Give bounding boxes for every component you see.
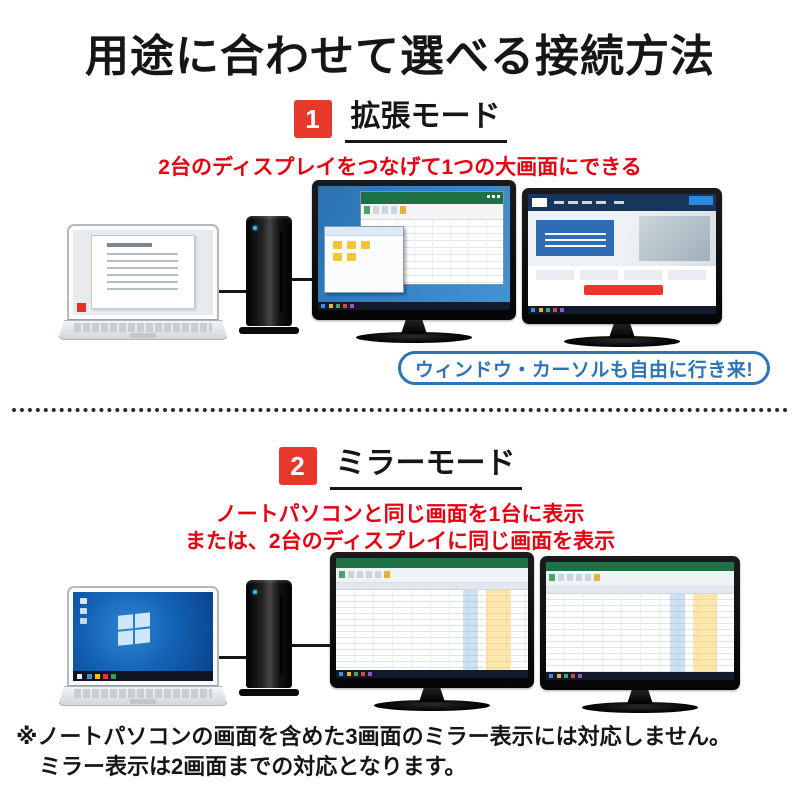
docking-station (246, 580, 292, 688)
monitor-left-mirror (330, 552, 534, 711)
spreadsheet-grid (546, 593, 734, 673)
desktop-icons (80, 598, 87, 605)
monitor-neck (609, 324, 635, 338)
monitor-right-extended (522, 188, 722, 347)
monitor-neck (627, 690, 653, 704)
monitor-left-extended (312, 180, 516, 343)
webpage-headline-panel (535, 220, 615, 257)
window-title-bar (336, 558, 528, 568)
footnote-line1: ※ノートパソコンの画面を含めた3画面のミラー表示には対応しません。 (16, 724, 731, 749)
laptop-screen-content-windows (73, 592, 213, 681)
extend-mode-label: 拡張モード (344, 100, 507, 143)
laptop-keyboard-base (58, 320, 228, 340)
webpage-photo (638, 215, 711, 262)
window-ribbon (361, 203, 504, 220)
monitor-frame (330, 552, 534, 688)
monitor-base (582, 702, 698, 713)
taskbar (336, 670, 528, 678)
spreadsheet-header-row (336, 583, 528, 591)
window-title-bar (546, 562, 734, 572)
monitor-right-mirror (540, 556, 740, 713)
docking-station (246, 216, 292, 326)
spreadsheet-grid (336, 590, 528, 670)
window-ribbon (546, 571, 734, 587)
taskbar (73, 671, 213, 681)
taskbar (546, 672, 734, 680)
cable-laptop-to-dock (212, 290, 252, 293)
monitor-screen-spreadsheet (546, 562, 734, 680)
monitor-frame (540, 556, 740, 690)
window-title-bar (361, 191, 504, 204)
extend-mode-header: 1 拡張モード (0, 100, 800, 143)
spreadsheet-header-row (546, 586, 734, 594)
monitor-frame (312, 180, 516, 320)
window-ribbon (336, 567, 528, 584)
laptop-keyboard-base (58, 686, 228, 706)
footnote: ※ノートパソコンの画面を含めた3画面のミラー表示には対応しません。 ミラー表示は… (16, 722, 788, 782)
cable-laptop-to-dock (212, 656, 252, 659)
monitor-frame (522, 188, 722, 324)
webpage-nav-button (689, 196, 713, 205)
monitor-base (356, 332, 472, 343)
mirror-mode-number-badge: 2 (278, 447, 317, 485)
webpage-red-banner (584, 285, 664, 295)
monitor-neck (419, 688, 445, 702)
windows-logo (117, 614, 133, 630)
file-explorer-window (323, 225, 405, 293)
extend-mode-illustration (0, 178, 800, 390)
monitor-base (374, 700, 490, 711)
laptop-screen-content-document (73, 230, 213, 315)
cursor-freedom-callout-text: ウィンドウ・カーソルも自由に行き来! (414, 359, 754, 381)
monitor-screen-desktop (318, 186, 510, 310)
footnote-line2: ミラー表示は2画面までの対応となります。 (39, 754, 467, 779)
extend-mode-number-badge: 1 (293, 100, 332, 138)
cursor-freedom-callout: ウィンドウ・カーソルも自由に行き来! (398, 351, 770, 385)
webpage-navbar (528, 194, 716, 211)
monitor-screen-spreadsheet (336, 558, 528, 678)
monitor-screen-webpage (528, 194, 716, 314)
webpage-thumbnail-row (535, 269, 709, 281)
laptop (58, 224, 228, 340)
laptop (58, 586, 228, 706)
monitor-base (564, 336, 680, 347)
page-title: 用途に合わせて選べる接続方法 (85, 32, 715, 81)
dotted-divider (12, 408, 788, 412)
document-window (91, 235, 195, 310)
mirror-mode-illustration (0, 552, 800, 722)
laptop-screen (67, 224, 219, 320)
mirror-mode-header: 2 ミラーモード (0, 447, 800, 490)
taskbar (528, 306, 716, 314)
extend-mode-description: 2台のディスプレイをつなげて1つの大画面にできる (158, 156, 642, 179)
mirror-mode-description-line2: または、2台のディスプレイに同じ画面を表示 (184, 530, 616, 553)
mirror-mode-description-line1: ノートパソコンと同じ画面を1台に表示 (215, 503, 585, 526)
laptop-screen (67, 586, 219, 686)
taskbar (318, 302, 510, 310)
docking-station-stand (239, 689, 299, 696)
docking-station-stand (239, 327, 299, 334)
monitor-neck (401, 320, 427, 334)
mirror-mode-label: ミラーモード (329, 447, 522, 490)
